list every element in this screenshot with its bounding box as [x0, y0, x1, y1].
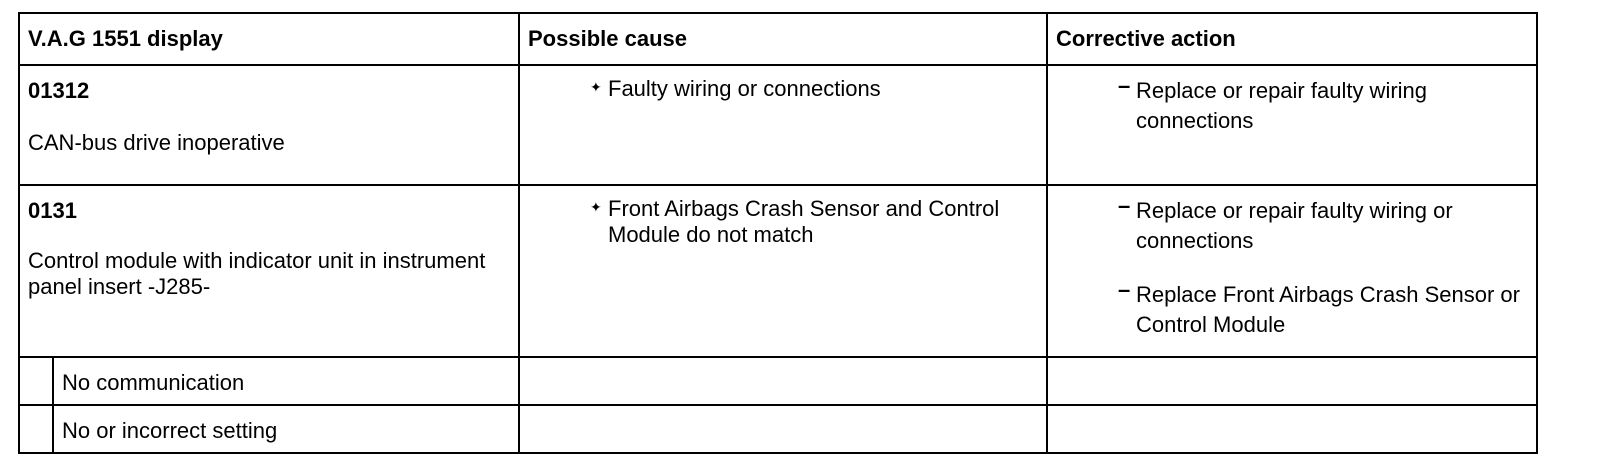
sub-row: No communication — [18, 356, 1538, 406]
indent-line — [52, 358, 54, 404]
header-row: V.A.G 1551 display Possible cause Correc… — [18, 12, 1538, 66]
cause-cell: ✦ Front Airbags Crash Sensor and Control… — [518, 184, 1048, 358]
action-item: – Replace or repair faulty wiring connec… — [1118, 73, 1536, 136]
empty-cell — [1046, 404, 1538, 454]
header-cause: Possible cause — [518, 12, 1048, 66]
display-cell: 0131 Control module with indicator unit … — [18, 184, 520, 358]
cause-cell: ✦ Faulty wiring or connections — [518, 64, 1048, 186]
action-text: Replace or repair faulty wiring or conne… — [1136, 198, 1453, 253]
action-cell: – Replace or repair faulty wiring connec… — [1046, 64, 1538, 186]
action-text: Replace or repair faulty wiring connecti… — [1136, 78, 1428, 133]
bullet-icon: ✦ — [590, 79, 602, 95]
bullet-icon: ✦ — [590, 199, 602, 215]
fault-code: 0131 — [28, 198, 77, 223]
action-cell: – Replace or repair faulty wiring or con… — [1046, 184, 1538, 358]
table-row: 0131 Control module with indicator unit … — [18, 184, 1538, 358]
sub-condition-label: No communication — [62, 370, 245, 395]
indent-line — [52, 406, 54, 452]
empty-cell — [1046, 356, 1538, 406]
action-item: – Replace Front Airbags Crash Sensor or … — [1118, 277, 1536, 340]
dash-icon: – — [1118, 73, 1131, 98]
sub-row: No or incorrect setting — [18, 404, 1538, 454]
table-row: 01312 CAN-bus drive inoperative ✦ Faulty… — [18, 64, 1538, 186]
fault-description: CAN-bus drive inoperative — [28, 130, 285, 155]
sub-condition-cell: No or incorrect setting — [18, 404, 520, 454]
empty-cell — [518, 404, 1048, 454]
header-action: Corrective action — [1046, 12, 1538, 66]
display-cell: 01312 CAN-bus drive inoperative — [18, 64, 520, 186]
diagnostic-table: V.A.G 1551 display Possible cause Correc… — [18, 12, 1538, 454]
header-display: V.A.G 1551 display — [18, 12, 520, 66]
action-item: – Replace or repair faulty wiring or con… — [1118, 193, 1536, 256]
empty-cell — [518, 356, 1048, 406]
cause-text: Front Airbags Crash Sensor and Control M… — [608, 196, 1000, 247]
action-text: Replace Front Airbags Crash Sensor or Co… — [1136, 282, 1520, 337]
sub-condition-label: No or incorrect setting — [62, 418, 278, 443]
dash-icon: – — [1118, 277, 1131, 302]
fault-description: Control module with indicator unit in in… — [28, 248, 486, 299]
dash-icon: – — [1118, 193, 1131, 218]
cause-text: Faulty wiring or connections — [608, 76, 881, 101]
sub-condition-cell: No communication — [18, 356, 520, 406]
fault-code: 01312 — [28, 78, 90, 103]
